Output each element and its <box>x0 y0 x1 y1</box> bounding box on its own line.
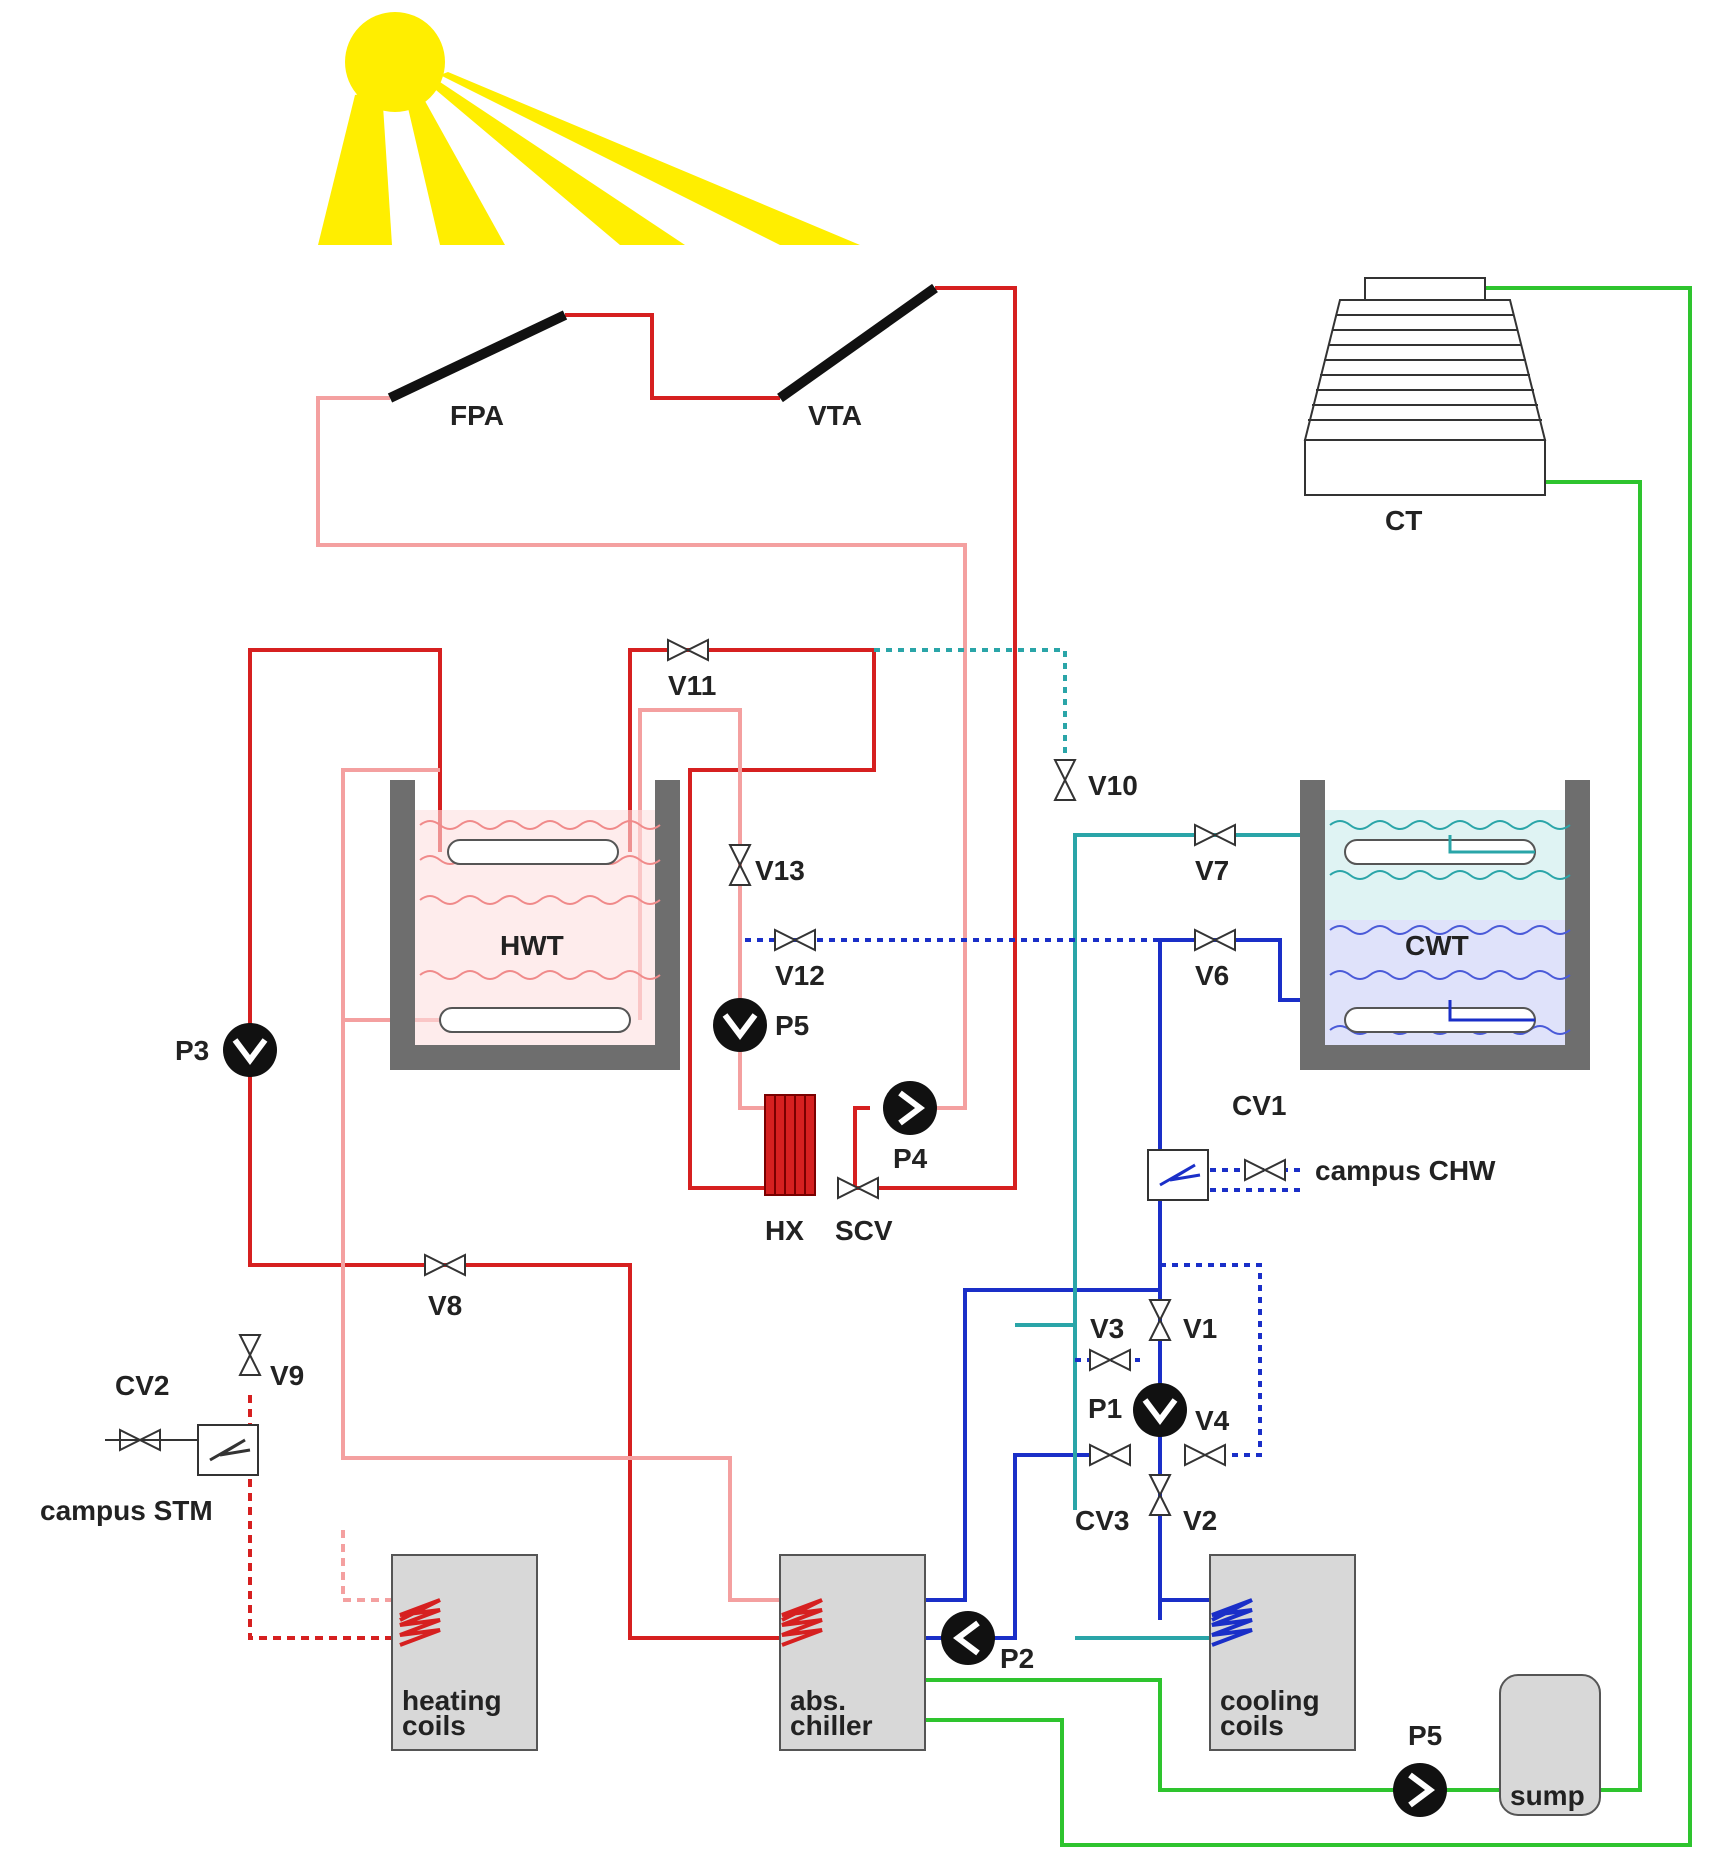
abs-chiller-label-1: abs. <box>790 1685 846 1716</box>
v7-valve-icon <box>1194 823 1218 847</box>
campus-chw-label: campus CHW <box>1315 1155 1496 1186</box>
hot-water-tank <box>390 780 680 1070</box>
fpa-label: FPA <box>450 400 504 431</box>
valve-icons <box>119 638 1286 1516</box>
sump-box <box>1499 1674 1601 1816</box>
p2-pump-icon <box>941 1611 995 1665</box>
sump-label: sump <box>1510 1780 1585 1811</box>
scv-valve-icon <box>837 1176 861 1200</box>
pump-icons <box>223 998 1447 1817</box>
v12-valve-icon <box>774 928 798 952</box>
v2-label: V2 <box>1183 1505 1217 1536</box>
p4-pump-icon <box>883 1081 937 1135</box>
vta-label: VTA <box>808 400 862 431</box>
p5-upper-label: P5 <box>775 1010 809 1041</box>
heating-coils-box <box>391 1554 538 1751</box>
condenser-pipes <box>920 286 1692 1847</box>
v10-valve-icon <box>1053 759 1077 783</box>
cv1-label: CV1 <box>1232 1090 1286 1121</box>
abs-chiller-label-2: chiller <box>790 1710 873 1741</box>
cv3-label: CV3 <box>1075 1505 1129 1536</box>
abs-chiller-box <box>779 1554 926 1751</box>
v12-label: V12 <box>775 960 825 991</box>
vta-collector <box>777 283 938 403</box>
v7-label: V7 <box>1195 855 1229 886</box>
scv-label: SCV <box>835 1215 893 1246</box>
solar-loop-pipes <box>316 286 1017 1190</box>
v10-label: V10 <box>1088 770 1138 801</box>
v13-valve-icon <box>728 844 752 868</box>
hx-label: HX <box>765 1215 804 1246</box>
heating-coils-label-1: heating <box>402 1685 502 1716</box>
v3-label: V3 <box>1090 1313 1124 1344</box>
ct-label: CT <box>1385 505 1422 536</box>
v1-label: V1 <box>1183 1313 1217 1344</box>
cv2-label: CV2 <box>115 1370 169 1401</box>
cooling-coils-label-2: coils <box>1220 1710 1284 1741</box>
v2-valve-icon <box>1148 1474 1172 1498</box>
heating-coils-label-2: coils <box>402 1710 466 1741</box>
p2-label: P2 <box>1000 1643 1034 1674</box>
sun-icon <box>318 12 860 245</box>
p5-lower-label: P5 <box>1408 1720 1442 1751</box>
v13-label: V13 <box>755 855 805 886</box>
hot-water-pipes <box>248 648 876 1640</box>
heat-exchanger <box>764 1094 816 1196</box>
v8-label: V8 <box>428 1290 462 1321</box>
campus-hx-icons <box>105 1149 1209 1476</box>
campus-stm-label: campus STM <box>40 1495 213 1526</box>
v8-valve-icon <box>424 1253 448 1277</box>
p3-label: P3 <box>175 1035 209 1066</box>
p5-upper-pump-icon <box>713 998 767 1052</box>
fpa-collector <box>387 310 568 403</box>
steam-loop-pipes <box>248 1395 400 1640</box>
hwt-label: HWT <box>500 930 564 961</box>
cold-water-tank <box>1300 780 1590 1070</box>
cooling-tower <box>1303 277 1547 496</box>
p1-label: P1 <box>1088 1393 1122 1424</box>
p4-label: P4 <box>893 1143 928 1174</box>
v3-valve-icon <box>1089 1348 1113 1372</box>
v1-valve-icon <box>1148 1299 1172 1323</box>
v9-label: V9 <box>270 1360 304 1391</box>
cwt-label: CWT <box>1405 930 1469 961</box>
v11-label: V11 <box>668 670 716 701</box>
p1-pump-icon <box>1133 1383 1187 1437</box>
v9-valve-icon <box>238 1334 262 1358</box>
cooling-coils-label-1: cooling <box>1220 1685 1320 1716</box>
p3-pump-icon <box>223 1023 277 1077</box>
v4-label: V4 <box>1195 1405 1230 1436</box>
cv1-valve-icon <box>1244 1158 1268 1182</box>
cooling-coils-box <box>1209 1554 1356 1751</box>
v6-valve-icon <box>1194 928 1218 952</box>
v4-valve-icon <box>1184 1443 1208 1467</box>
v11-valve-icon <box>667 638 691 662</box>
p5-lower-pump-icon <box>1393 1763 1447 1817</box>
v6-label: V6 <box>1195 960 1229 991</box>
cv3-valve-icon <box>1089 1443 1113 1467</box>
labels: FPA VTA CT HWT CWT HX SCV V11 V13 V12 V1… <box>40 400 1585 1811</box>
